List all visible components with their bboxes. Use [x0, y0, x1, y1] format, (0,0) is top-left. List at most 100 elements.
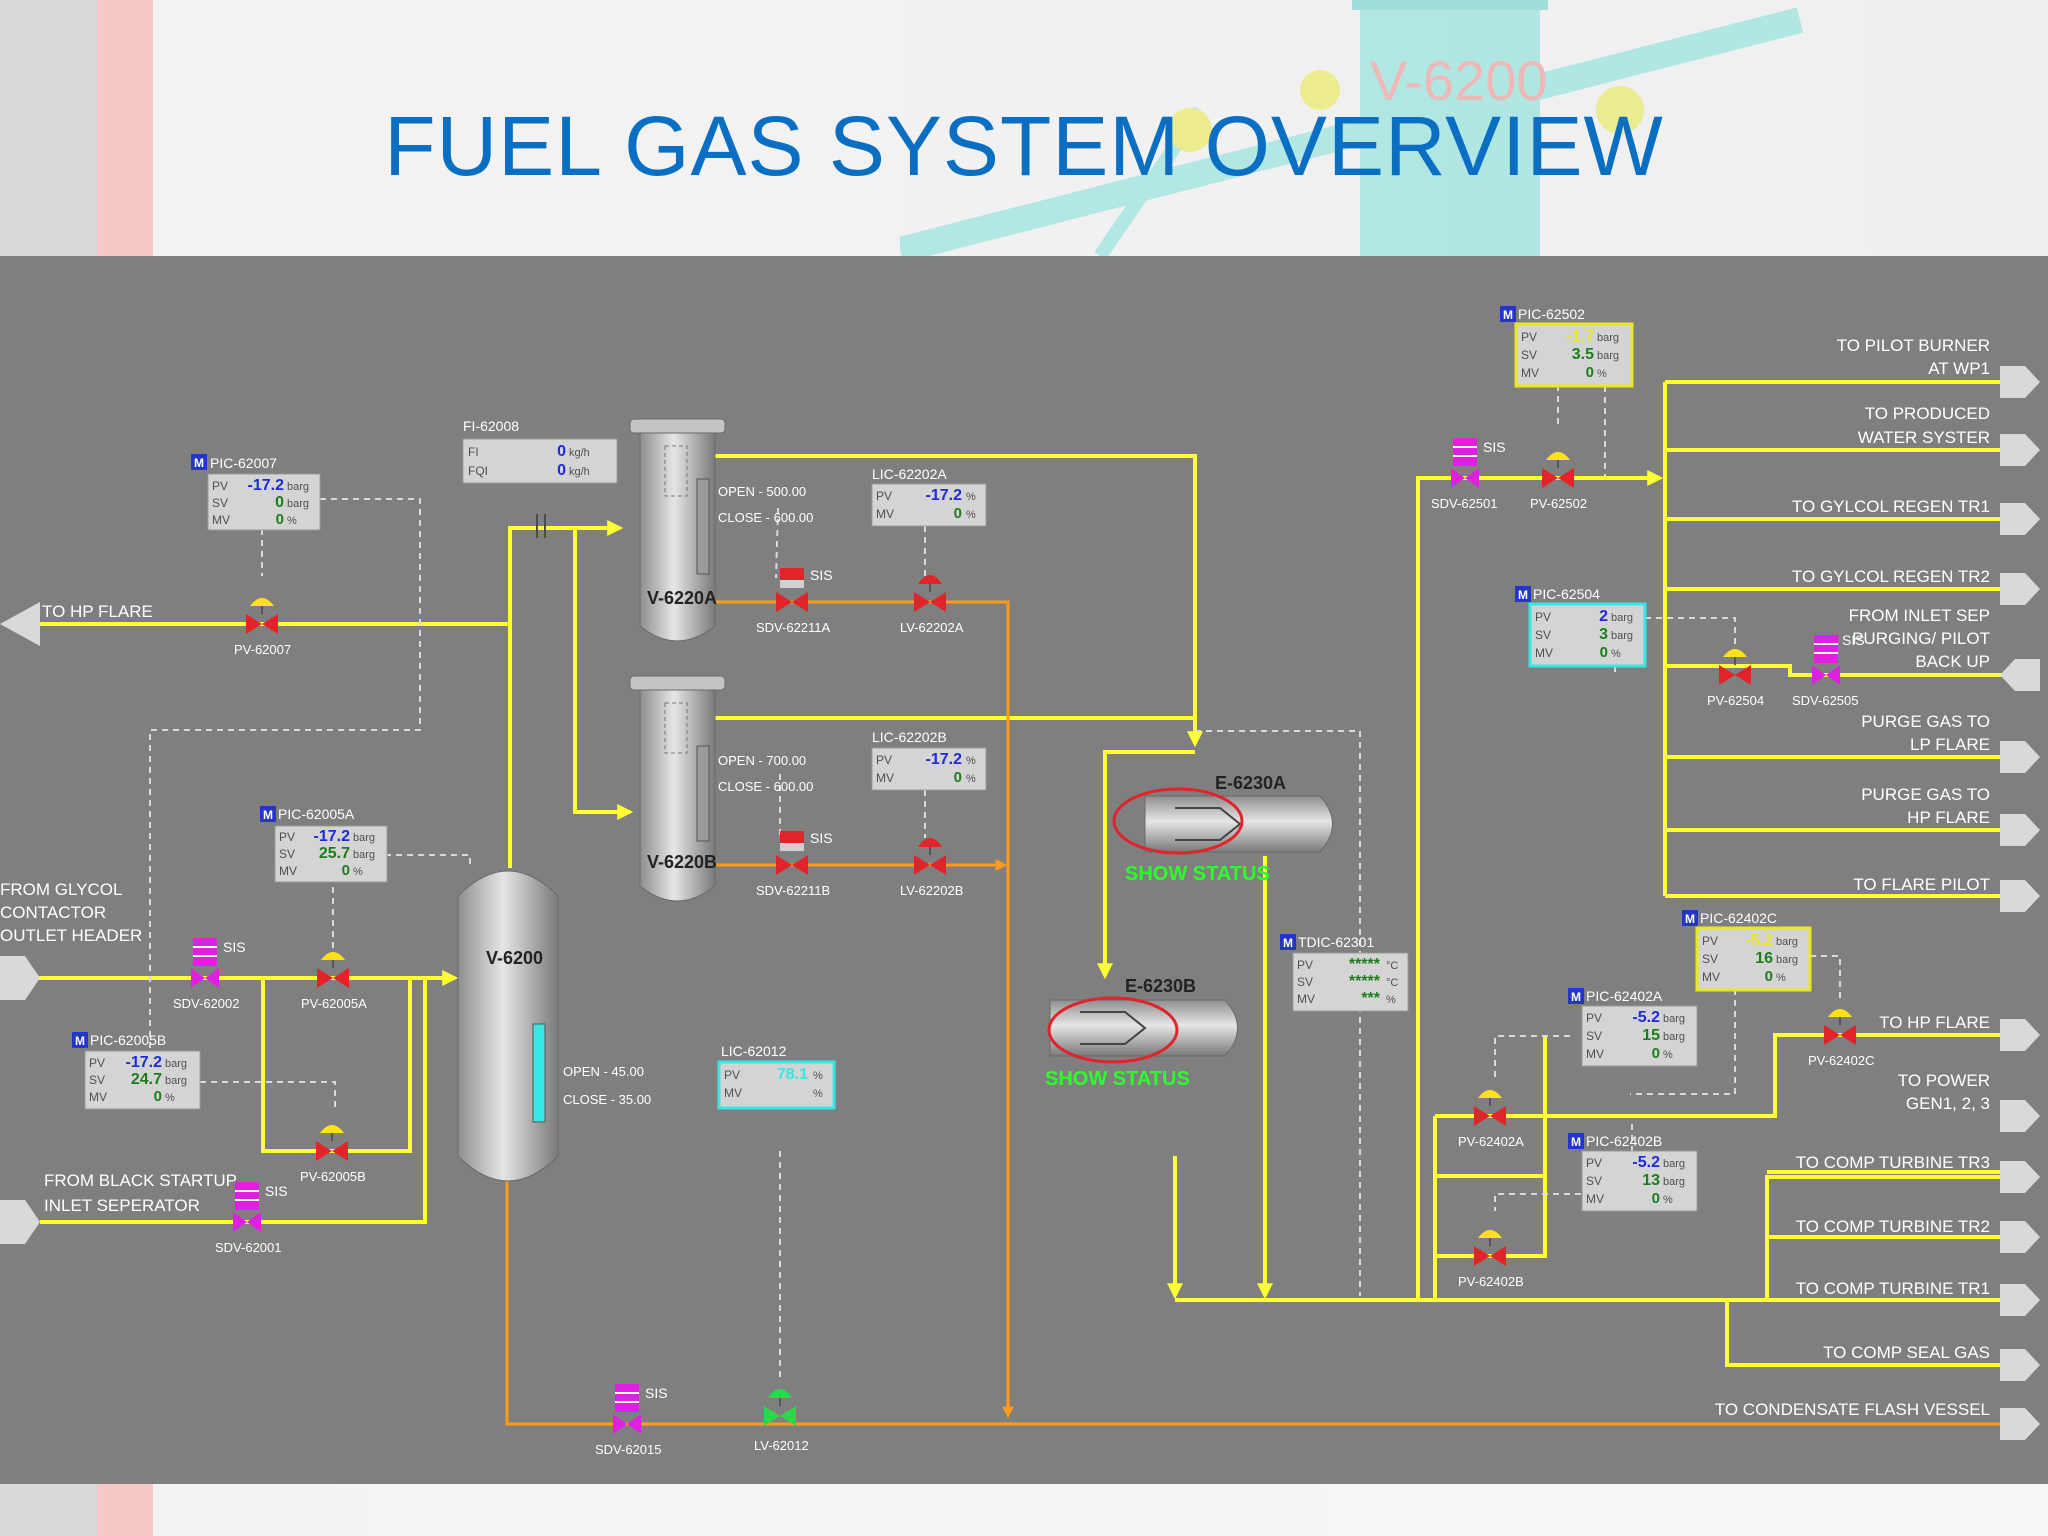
fi-value: 0: [557, 443, 566, 460]
valve-pv-62005b[interactable]: PV-62005B: [300, 1125, 366, 1184]
valve-sdv-62211b[interactable]: SIS SDV-62211B: [756, 830, 833, 898]
label-blackstart-1: FROM BLACK STARTUP: [44, 1171, 237, 1190]
valve-sdv-62211a[interactable]: SIS SDV-62211A: [756, 567, 833, 635]
faceplate-pic-62402a[interactable]: M PIC-62402A PV SV MV -5.2 15 0 barg bar…: [1568, 988, 1698, 1067]
sv-value: 16: [1755, 950, 1773, 967]
pv-value: -17.2: [314, 828, 351, 845]
mode-badge: M: [75, 1034, 85, 1048]
faceplate-tag: PIC-62005A: [278, 806, 355, 822]
valve-pv-62402c[interactable]: PV-62402C: [1808, 1009, 1875, 1068]
faceplate-pic-62007[interactable]: M PIC-62007 PV SV MV -17.2 0 0 barg barg…: [191, 454, 321, 531]
mode-badge: M: [263, 808, 273, 822]
pv-label: PV: [1535, 610, 1551, 624]
sv-label: SV: [1297, 975, 1313, 989]
valve-lv-62202b[interactable]: LV-62202B: [900, 838, 963, 898]
faceplate-fi-62008[interactable]: FI-62008 FI FQI 0 0 kg/h kg/h: [462, 418, 618, 484]
valve-sdv-62501[interactable]: SIS SDV-62501: [1431, 438, 1506, 511]
mode-badge: M: [1571, 1135, 1581, 1149]
faceplate-tag: PIC-62007: [210, 455, 277, 471]
faceplate-pic-62402c[interactable]: M PIC-62402C PV SV MV -5.2 16 0 barg bar…: [1682, 910, 1812, 992]
label-purge-hp-2: HP FLARE: [1907, 808, 1990, 827]
valve-pv-62402b[interactable]: PV-62402B: [1458, 1230, 1524, 1289]
mv-value: 0: [954, 769, 962, 786]
valve-pv-62005a[interactable]: PV-62005A: [301, 952, 367, 1011]
faceplate-pic-62502[interactable]: M PIC-62502 PV SV MV -1.7 3.5 0 barg bar…: [1500, 306, 1634, 388]
faceplate-pic-62005b[interactable]: M PIC-62005B PV SV MV -17.2 24.7 0 barg …: [72, 1032, 201, 1110]
vessel-v6200[interactable]: V-6200: [457, 870, 559, 1182]
pv-label: PV: [89, 1056, 105, 1070]
mv-unit: %: [1663, 1194, 1673, 1206]
glycol-inlet-arrow: [0, 956, 40, 1000]
valve-tag: SDV-62002: [173, 996, 240, 1011]
faceplate-lic-62012[interactable]: LIC-62012 PV MV 78.1 % %: [717, 1043, 836, 1110]
pv-label: PV: [1297, 958, 1313, 972]
valve-sdv-62001[interactable]: SIS SDV-62001: [215, 1182, 288, 1255]
faceplate-tag: PIC-62402B: [1586, 1133, 1662, 1149]
valve-sdv-62505[interactable]: SIS SDV-62505: [1792, 632, 1865, 708]
exchanger-e6230b[interactable]: E-6230B SHOW STATUS: [1045, 976, 1238, 1090]
faceplate-lic-62202a[interactable]: LIC-62202A PV MV -17.2 0 % %: [871, 466, 987, 527]
pv-unit: barg: [287, 481, 309, 493]
sv-unit: barg: [287, 498, 309, 510]
mv-label: MV: [876, 507, 894, 521]
pv-value: -5.2: [1632, 1154, 1660, 1171]
label-flare-pilot: TO FLARE PILOT: [1853, 875, 1990, 894]
faceplate-pic-62005a[interactable]: M PIC-62005A PV SV MV -17.2 25.7 0 barg …: [260, 806, 388, 883]
signal-lines: [149, 385, 1841, 1381]
pv-label: PV: [1702, 934, 1718, 948]
faceplate-tag: PIC-62005B: [90, 1032, 166, 1048]
mv-label: MV: [1535, 646, 1553, 660]
faceplate-pic-62504[interactable]: M PIC-62504 PV SV MV 2 3 0 barg barg %: [1515, 586, 1647, 668]
mv-value: 0: [342, 862, 350, 879]
mv-value: 0: [954, 505, 962, 522]
vessel-v6220a[interactable]: V-6220A: [629, 418, 726, 642]
faceplate-lic-62202b[interactable]: LIC-62202B PV MV -17.2 0 % %: [871, 729, 987, 791]
mv-value: 0: [1765, 968, 1773, 985]
pv-value: *****: [1349, 956, 1381, 973]
comp-tr2-arrow: [2000, 1221, 2040, 1253]
mv-unit: %: [966, 509, 976, 521]
faceplate-tdic-62301[interactable]: M TDIC-62301 PV SV MV ***** ***** *** °C…: [1280, 934, 1409, 1012]
valve-sdv-62002[interactable]: SIS SDV-62002: [173, 938, 246, 1011]
vessel-v6220b[interactable]: V-6220B: [629, 675, 726, 902]
valve-tag: SDV-62501: [1431, 496, 1498, 511]
valve-pv-62402a[interactable]: PV-62402A: [1458, 1090, 1524, 1149]
fqi-value: 0: [557, 462, 566, 479]
exchanger-e6230a[interactable]: E-6230A SHOW STATUS: [1112, 773, 1333, 885]
show-status-e6230b[interactable]: SHOW STATUS: [1045, 1068, 1190, 1090]
valve-tag: PV-62402C: [1808, 1053, 1875, 1068]
valve-lv-62202a[interactable]: LV-62202A: [900, 575, 964, 635]
faceplate-tag: PIC-62402C: [1700, 910, 1777, 926]
blackstart-inlet-arrow: [0, 1200, 40, 1244]
valve-lv-62012[interactable]: LV-62012: [754, 1389, 809, 1453]
label-comp-tr1: TO COMP TURBINE TR1: [1796, 1279, 1990, 1298]
label-power-1: TO POWER: [1898, 1071, 1990, 1090]
mv-unit: %: [813, 1088, 823, 1100]
sv-unit: barg: [1776, 954, 1798, 966]
sis-label: SIS: [1483, 439, 1506, 455]
sis-label: SIS: [1842, 632, 1865, 648]
valve-tag: SDV-62505: [1792, 693, 1859, 708]
valve-tag: LV-62012: [754, 1438, 809, 1453]
mv-unit: %: [165, 1092, 175, 1104]
mv-unit: %: [1386, 994, 1396, 1006]
seal-gas-arrow: [2000, 1349, 2040, 1381]
valve-pv-62007[interactable]: PV-62007: [234, 598, 291, 657]
fi-label: FI: [468, 445, 479, 459]
mv-label: MV: [1586, 1192, 1604, 1206]
show-status-e6230a[interactable]: SHOW STATUS: [1125, 863, 1270, 885]
pv-label: PV: [1521, 330, 1537, 344]
pv-unit: %: [966, 755, 976, 767]
valve-sdv-62015[interactable]: SIS SDV-62015: [595, 1384, 668, 1457]
pv-value: -5.2: [1745, 932, 1773, 949]
right-connectors: TO PILOT BURNER AT WP1 TO PRODUCED WATER…: [1715, 336, 2040, 1440]
sv-label: SV: [1521, 348, 1537, 362]
left-connectors: TO HP FLARE FROM GLYCOL CONTACTOR OUTLET…: [0, 602, 237, 1244]
faceplate-pic-62402b[interactable]: M PIC-62402B PV SV MV -5.2 13 0 barg bar…: [1568, 1133, 1698, 1212]
valve-pv-62504[interactable]: PV-62504: [1707, 649, 1764, 708]
valve-pv-62502[interactable]: PV-62502: [1530, 452, 1587, 511]
sis-label: SIS: [645, 1385, 668, 1401]
v6200-open: OPEN - 45.00: [563, 1064, 644, 1079]
sv-unit: barg: [1663, 1176, 1685, 1188]
valve-tag: PV-62504: [1707, 693, 1764, 708]
